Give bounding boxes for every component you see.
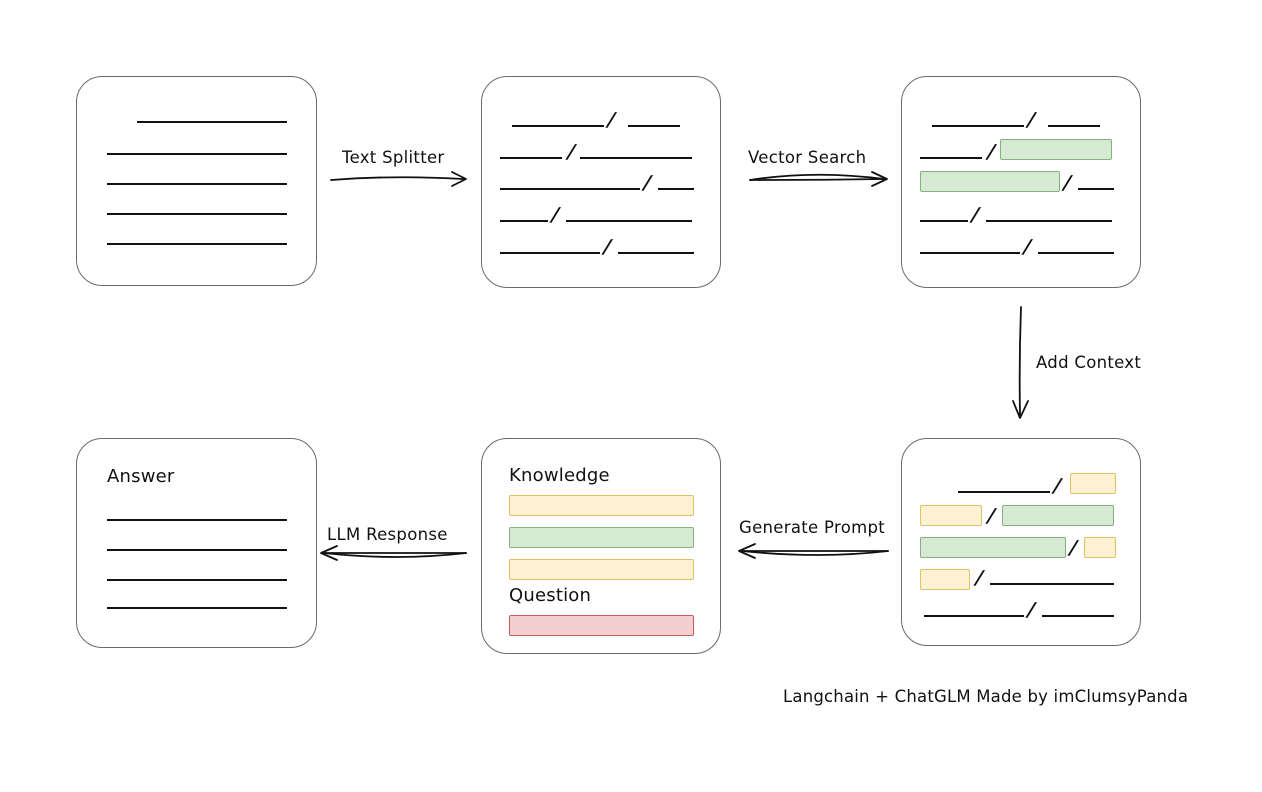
answer-label: Answer: [107, 466, 175, 487]
knowledge-label: Knowledge: [509, 465, 610, 486]
doc-line: [500, 157, 562, 159]
doc-line: [932, 125, 1024, 127]
slash-separator: /: [1052, 475, 1063, 497]
doc-line: [920, 220, 968, 222]
doc-line: [924, 615, 1024, 617]
doc-line: [107, 579, 287, 581]
slash-separator: /: [566, 141, 577, 163]
edge-label-generate-prompt: Generate Prompt: [739, 518, 885, 537]
doc-line: [1078, 188, 1114, 190]
doc-line: [107, 243, 287, 245]
doc-line: [1042, 615, 1114, 617]
node-source-document[interactable]: [76, 76, 317, 286]
doc-line: [137, 121, 287, 123]
slash-separator: /: [1022, 236, 1033, 258]
doc-line: [958, 491, 1050, 493]
slash-separator: /: [602, 236, 613, 258]
doc-line: [107, 153, 287, 155]
context-chunk-yellow: [1070, 473, 1116, 494]
question-label: Question: [509, 585, 592, 606]
doc-line: [920, 252, 1020, 254]
slash-separator: /: [606, 109, 617, 131]
arrow-add-context: [1012, 306, 1029, 419]
node-matched-chunks[interactable]: / / / / /: [901, 76, 1141, 288]
slash-separator: /: [974, 567, 985, 589]
slash-separator: /: [986, 505, 997, 527]
arrow-text-splitter: [330, 171, 467, 187]
slash-separator: /: [1068, 537, 1079, 559]
arrow-llm-response: [320, 545, 467, 561]
edge-label-text-splitter: Text Splitter: [342, 148, 445, 167]
doc-line: [628, 125, 680, 127]
doc-line: [986, 220, 1112, 222]
context-chunk-yellow: [1084, 537, 1116, 558]
context-chunk-green: [1002, 505, 1114, 526]
arrow-vector-search: [749, 171, 888, 187]
doc-line: [580, 157, 692, 159]
doc-line: [512, 125, 604, 127]
knowledge-bar-yellow: [509, 559, 694, 580]
doc-line: [107, 213, 287, 215]
question-bar-red: [509, 615, 694, 636]
node-prompt[interactable]: Knowledge Question: [481, 438, 721, 654]
slash-separator: /: [550, 204, 561, 226]
node-answer[interactable]: Answer: [76, 438, 317, 648]
doc-line: [107, 607, 287, 609]
retrieved-chunk-green: [920, 171, 1060, 192]
slash-separator: /: [1062, 172, 1073, 194]
edge-label-vector-search: Vector Search: [748, 148, 867, 167]
doc-line: [107, 183, 287, 185]
doc-line: [107, 519, 287, 521]
slash-separator: /: [986, 141, 997, 163]
doc-line: [920, 157, 982, 159]
edge-label-llm-response: LLM Response: [327, 525, 448, 544]
slash-separator: /: [1026, 599, 1037, 621]
doc-line: [566, 220, 692, 222]
knowledge-bar-yellow: [509, 495, 694, 516]
node-split-chunks[interactable]: / / / / /: [481, 76, 721, 288]
context-chunk-green: [920, 537, 1066, 558]
doc-line: [1048, 125, 1100, 127]
slash-separator: /: [642, 172, 653, 194]
doc-line: [1038, 252, 1114, 254]
knowledge-bar-green: [509, 527, 694, 548]
edge-label-add-context: Add Context: [1036, 353, 1142, 372]
node-context-chunks[interactable]: / / / / /: [901, 438, 1141, 646]
slash-separator: /: [970, 204, 981, 226]
doc-line: [990, 583, 1114, 585]
context-chunk-yellow: [920, 505, 982, 526]
retrieved-chunk-green: [1000, 139, 1112, 160]
doc-line: [500, 188, 640, 190]
arrow-generate-prompt: [738, 543, 889, 559]
diagram-caption: Langchain + ChatGLM Made by imClumsyPand…: [783, 687, 1189, 706]
doc-line: [500, 252, 600, 254]
slash-separator: /: [1026, 109, 1037, 131]
doc-line: [658, 188, 694, 190]
context-chunk-yellow: [920, 569, 970, 590]
doc-line: [618, 252, 694, 254]
doc-line: [107, 549, 287, 551]
doc-line: [500, 220, 548, 222]
